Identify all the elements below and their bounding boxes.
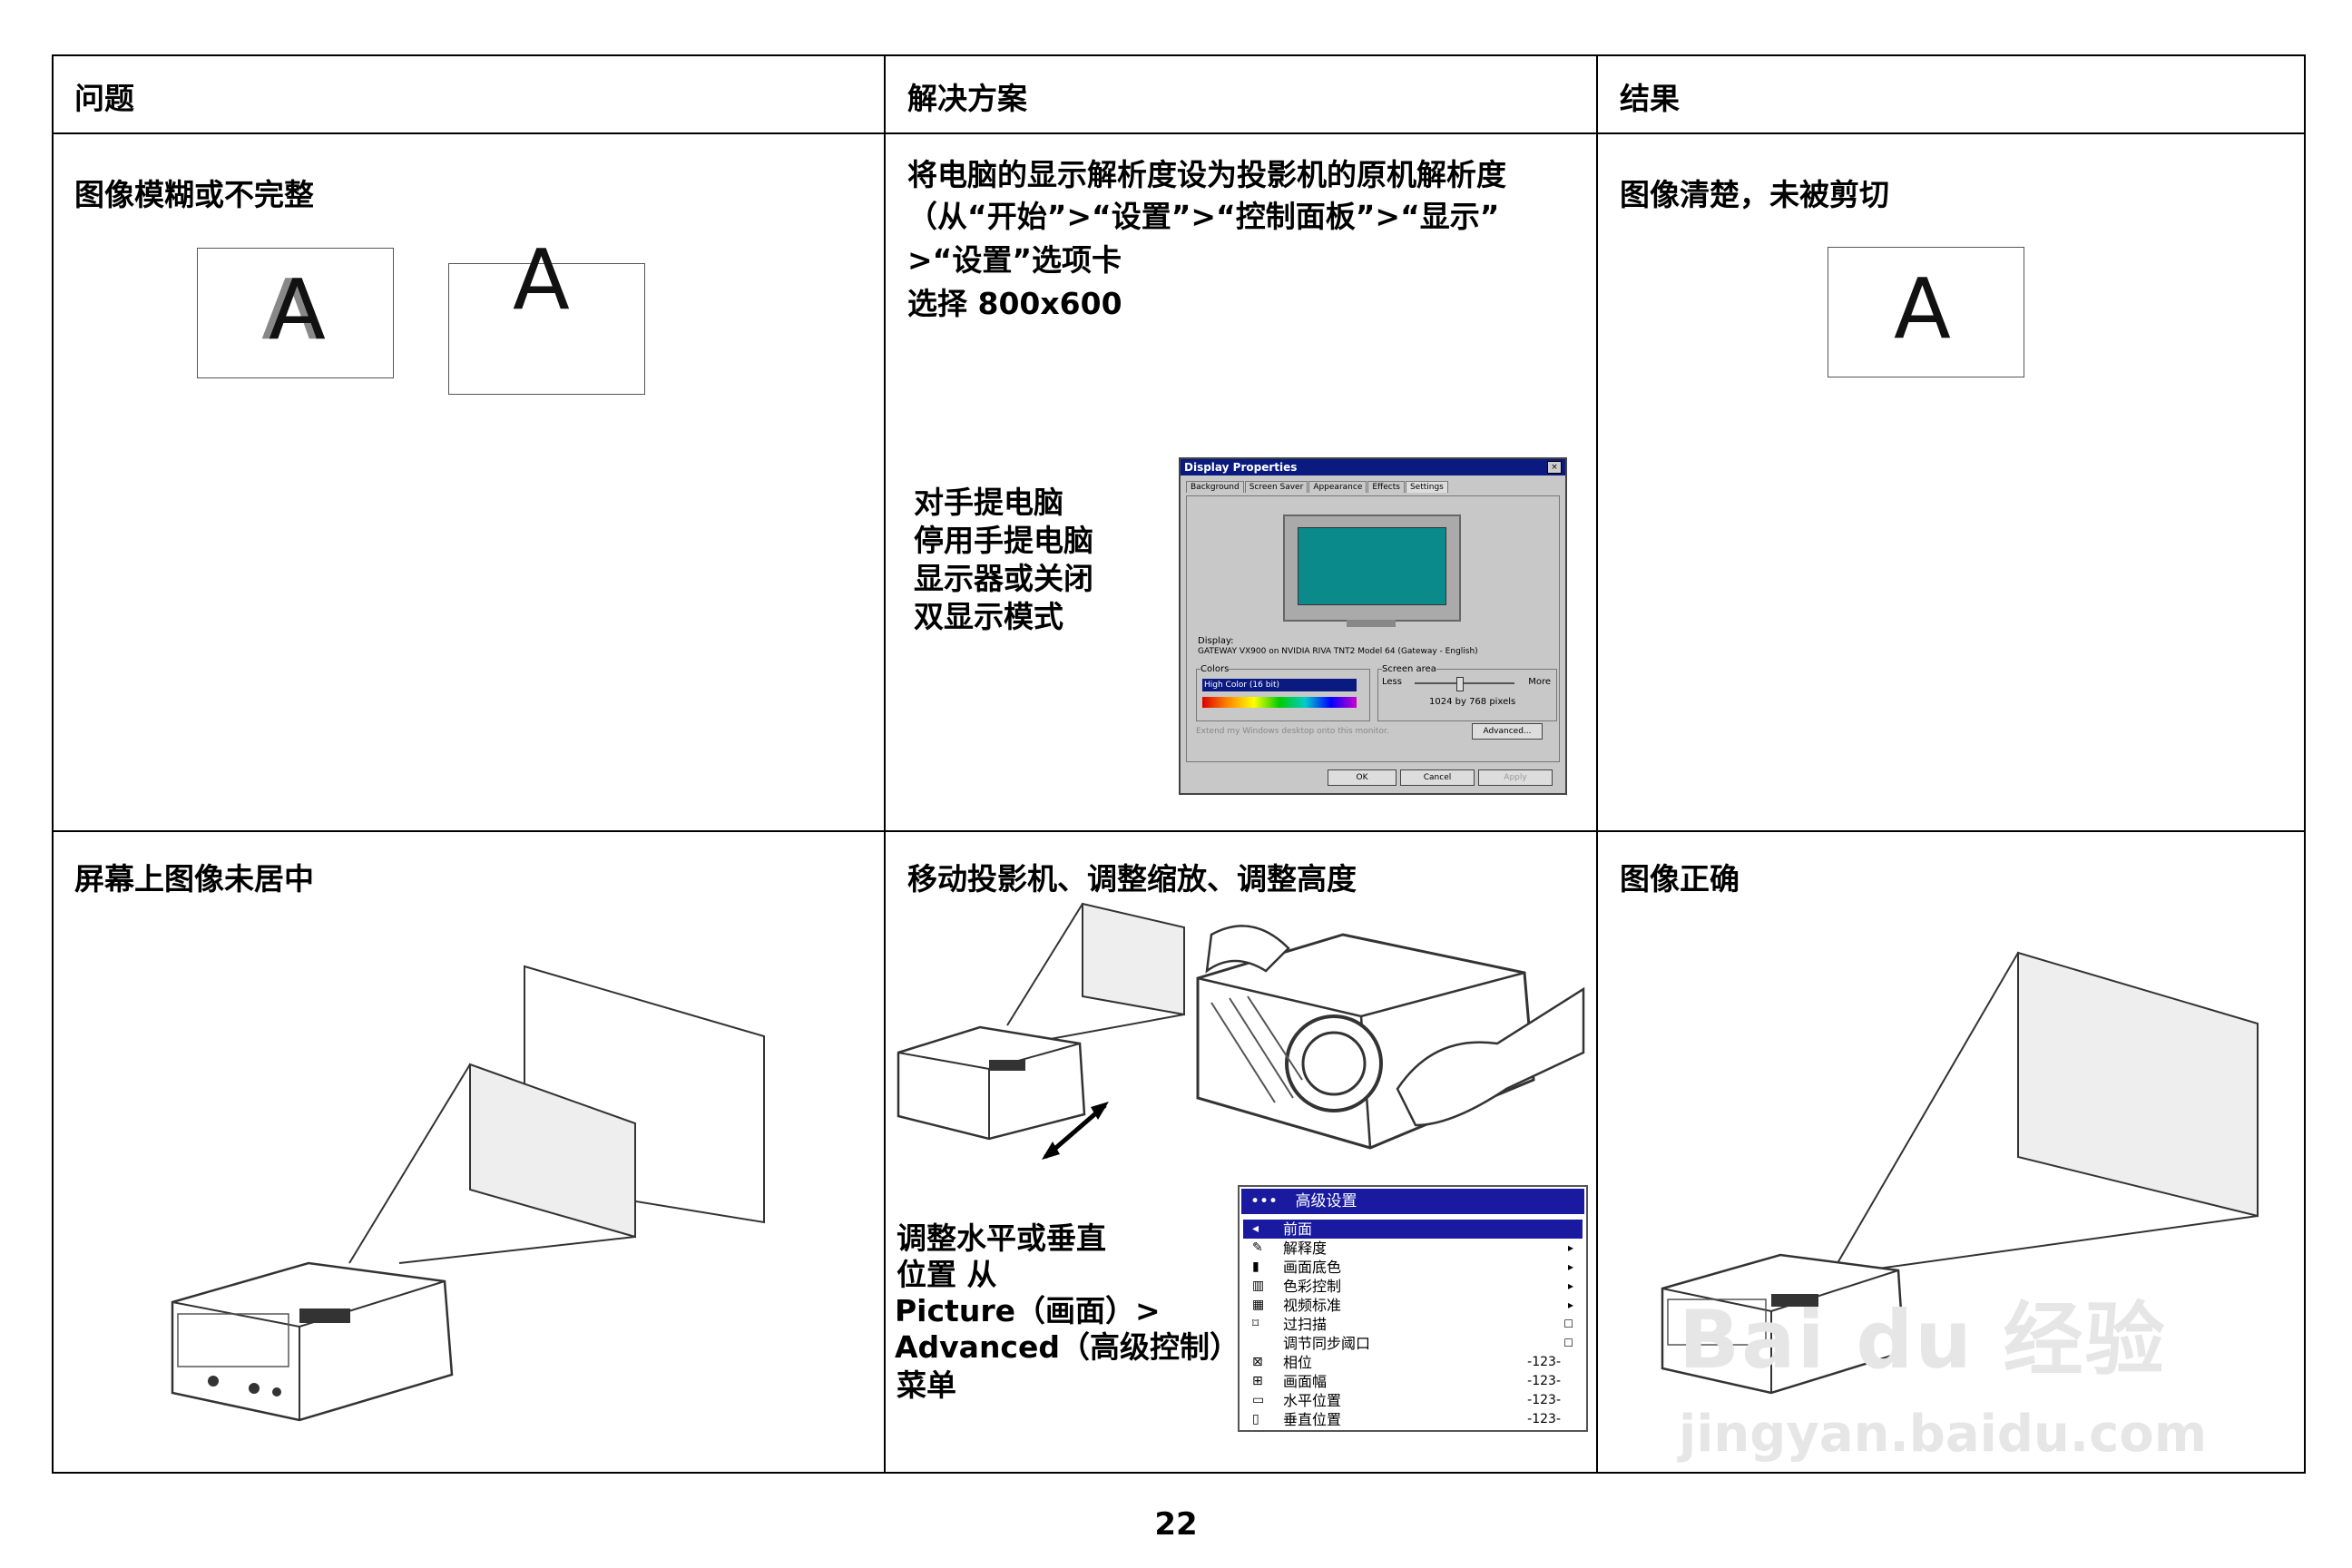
laptop-line-3: 显示器或关闭	[914, 561, 1093, 596]
ok-button[interactable]: OK	[1328, 769, 1396, 786]
solution-line-3: >“设置”选项卡	[907, 242, 1122, 278]
projector-icon	[171, 1261, 454, 1422]
laptop-line-2: 停用手提电脑	[914, 523, 1093, 558]
menu-item-resolution[interactable]: ✎解释度▸	[1252, 1240, 1573, 1257]
horizontal-position-icon: ▭	[1252, 1393, 1265, 1407]
header-result: 结果	[1620, 81, 1680, 116]
advanced-button[interactable]: Advanced...	[1472, 723, 1543, 740]
color-spectrum	[1202, 697, 1357, 708]
problem-blurry: 图像模糊或不完整	[74, 177, 314, 212]
tab-effects[interactable]: Effects	[1367, 481, 1405, 493]
header-problem: 问题	[74, 81, 134, 116]
column-divider	[1596, 56, 1598, 1472]
column-divider	[884, 56, 886, 1472]
resolution-text: 1024 by 768 pixels	[1429, 697, 1516, 707]
vertical-position-icon: ▯	[1252, 1412, 1259, 1426]
overscan-icon: ⌑	[1252, 1317, 1259, 1331]
menu-item-horizontal-position[interactable]: ▭水平位置-123-	[1252, 1392, 1561, 1409]
menu-title: 高级设置	[1295, 1192, 1357, 1210]
menu-item-vertical-position[interactable]: ▯垂直位置-123-	[1252, 1411, 1561, 1428]
menu-item-overscan[interactable]: ⌑过扫描☐	[1252, 1316, 1573, 1333]
settings-panel: Display: GATEWAY VX900 on NVIDIA RIVA TN…	[1186, 495, 1560, 762]
tab-screen-saver[interactable]: Screen Saver	[1244, 481, 1308, 493]
solution-line-1: 将电脑的显示解析度设为投影机的原机解析度	[907, 157, 1506, 192]
small-projector-icon	[897, 1025, 1086, 1141]
colors-select[interactable]: High Color (16 bit)	[1202, 679, 1357, 691]
resolution-slider[interactable]	[1415, 682, 1514, 684]
clear-image-box: A	[1828, 247, 2024, 377]
projector-icon	[1661, 1253, 1906, 1395]
ghost-letter: A	[261, 261, 318, 358]
adjust-line-5: 菜单	[897, 1367, 956, 1403]
solution-line-4: 选择 800x600	[907, 286, 1122, 321]
tab-appearance[interactable]: Appearance	[1308, 481, 1367, 493]
tracking-icon: ⊞	[1252, 1374, 1263, 1388]
menu-item-phase[interactable]: ⊠相位-123-	[1252, 1354, 1561, 1371]
cropped-letter: A	[513, 231, 570, 328]
adjust-line-1: 调整水平或垂直	[897, 1220, 1106, 1256]
menu-item-background-color[interactable]: ▮画面底色▸	[1252, 1259, 1573, 1276]
watermark-url: jingyan.baidu.com	[1679, 1405, 2208, 1464]
troubleshooting-table	[52, 54, 2306, 1474]
blurry-image-box: A A	[197, 248, 394, 378]
header-solution: 解决方案	[907, 81, 1027, 116]
advanced-settings-menu: ••• 高级设置 ◂前面 ✎解释度▸ ▮画面底色▸ ▥色彩控制▸ ▦视频标准▸ …	[1238, 1185, 1588, 1432]
cropped-image-box: A	[448, 239, 645, 395]
menu-item-tracking[interactable]: ⊞画面幅-123-	[1252, 1373, 1561, 1390]
dialog-title: Display Properties	[1181, 459, 1565, 475]
display-value: GATEWAY VX900 on NVIDIA RIVA TNT2 Model …	[1198, 647, 1478, 656]
color-bars-icon: ▥	[1252, 1279, 1265, 1293]
thermometer-icon: ▮	[1252, 1259, 1259, 1274]
result-correct: 图像正确	[1620, 861, 1740, 897]
menu-item-color-control[interactable]: ▥色彩控制▸	[1252, 1278, 1573, 1295]
solution-line-2: （从“开始”>“设置”>“控制面板”>“显示”	[907, 199, 1500, 234]
phase-icon: ⊠	[1252, 1355, 1263, 1369]
cancel-button[interactable]: Cancel	[1400, 769, 1475, 786]
menu-dots-icon: •••	[1250, 1192, 1279, 1210]
clear-letter: A	[1894, 260, 1951, 358]
display-label: Display:	[1198, 636, 1234, 646]
laptop-line-1: 对手提电脑	[914, 485, 1063, 520]
result-clear: 图像清楚，未被剪切	[1620, 177, 1889, 212]
extend-desktop-checkbox[interactable]: Extend my Windows desktop onto this moni…	[1196, 727, 1389, 736]
pen-icon: ✎	[1252, 1240, 1263, 1255]
apply-button[interactable]: Apply	[1478, 769, 1553, 786]
video-icon: ▦	[1252, 1298, 1265, 1312]
menu-item-sync-threshold[interactable]: 调节同步阈口☐	[1283, 1335, 1573, 1352]
solution-move-projector: 移动投影机、调整缩放、调整高度	[907, 861, 1357, 897]
row-divider	[54, 830, 2304, 832]
menu-item-front[interactable]: ◂前面	[1243, 1220, 1583, 1239]
close-icon[interactable]: ×	[1547, 461, 1562, 474]
colors-label: Colors	[1200, 664, 1230, 674]
laptop-line-4: 双显示模式	[914, 599, 1063, 634]
less-label: Less	[1382, 677, 1402, 687]
menu-title-bar: ••• 高级设置	[1241, 1189, 1584, 1214]
adjust-line-2: 位置 从	[897, 1257, 997, 1292]
more-label: More	[1528, 677, 1551, 687]
problem-not-centered: 屏幕上图像未居中	[74, 861, 314, 897]
screen-area-label: Screen area	[1382, 664, 1436, 674]
back-icon: ◂	[1252, 1221, 1259, 1236]
watermark-logo: Bai du 经验	[1679, 1293, 2167, 1387]
tab-settings[interactable]: Settings	[1405, 481, 1448, 493]
tab-background[interactable]: Background	[1186, 481, 1244, 493]
page-number: 22	[1154, 1506, 1198, 1543]
adjust-line-3: Picture（画面）>	[895, 1293, 1161, 1328]
hands-icon	[1205, 925, 1585, 1127]
blurry-letter: A	[269, 261, 326, 358]
menu-item-video-standard[interactable]: ▦视频标准▸	[1252, 1297, 1573, 1314]
adjust-line-4: Advanced（高级控制）	[895, 1329, 1240, 1365]
header-divider	[54, 132, 2304, 134]
move-arrow-icon	[1042, 1102, 1109, 1160]
